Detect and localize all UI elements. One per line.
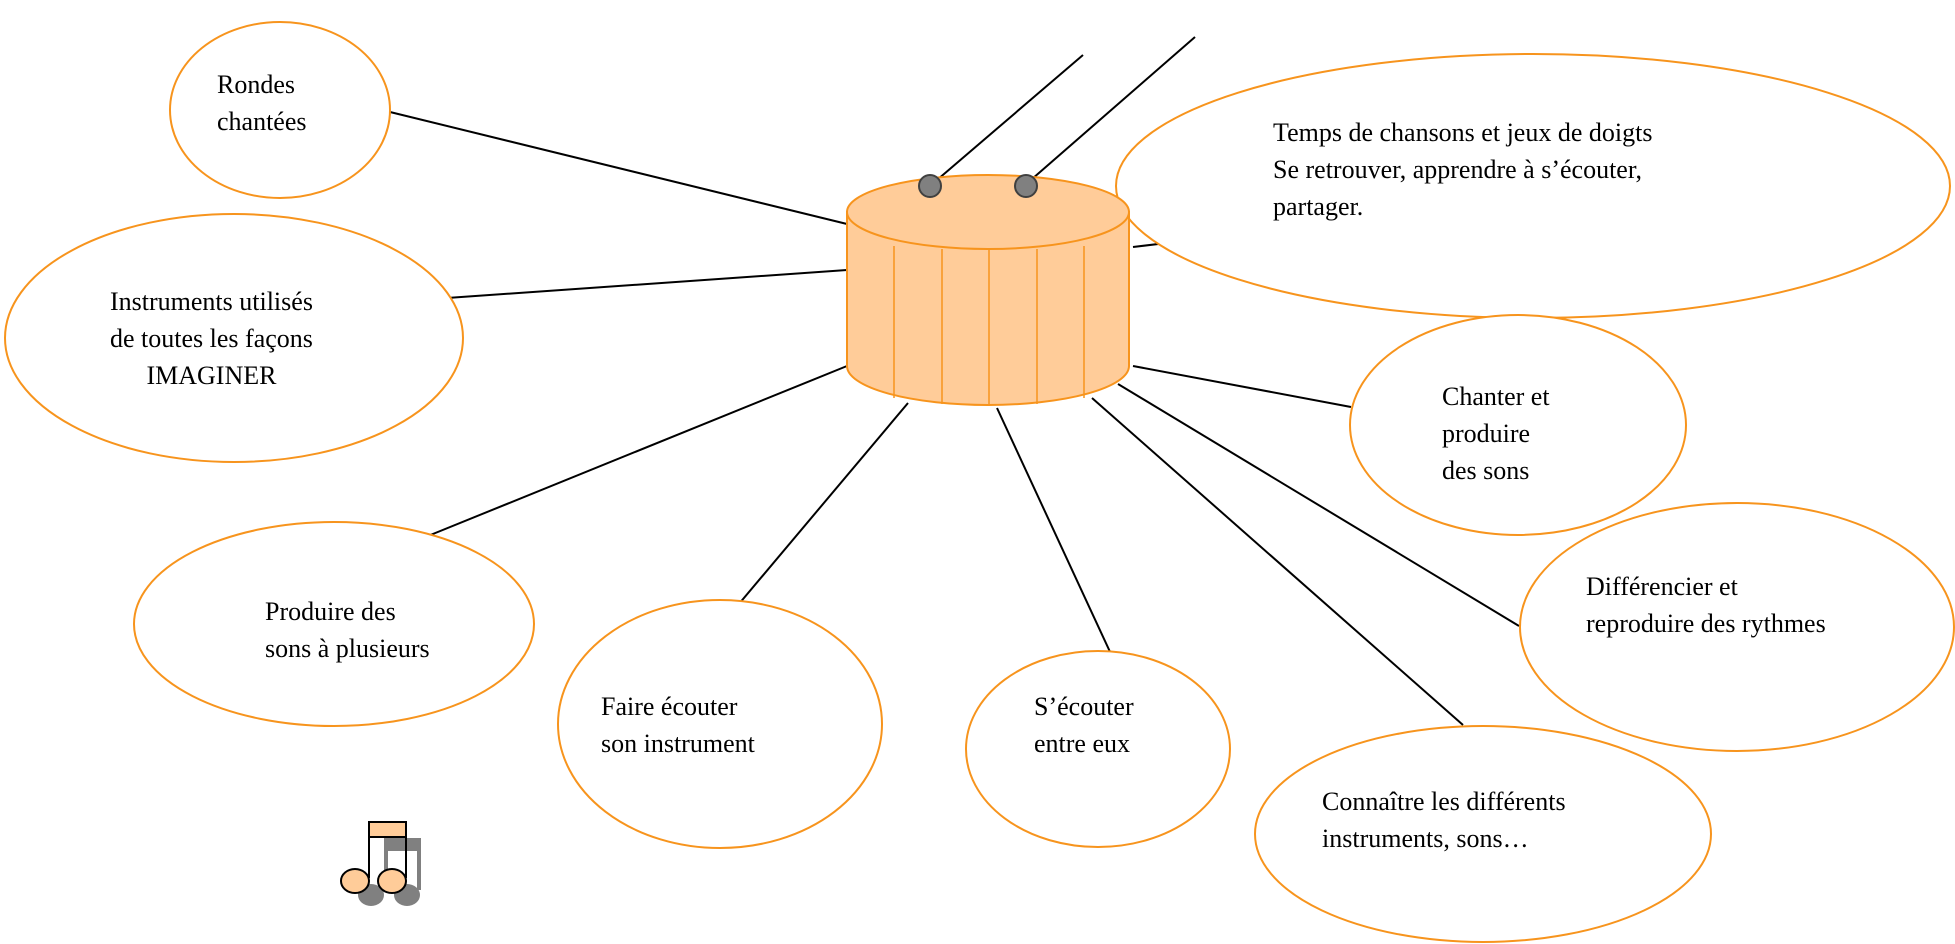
bubble-faire-ecouter bbox=[557, 599, 883, 849]
drumstick-right bbox=[1023, 36, 1196, 187]
bubble-s-ecouter bbox=[965, 650, 1231, 848]
bubble-rondes bbox=[169, 21, 391, 199]
bubble-differencier bbox=[1519, 502, 1955, 752]
bubble-connaitre bbox=[1254, 725, 1712, 943]
music-notes-front bbox=[340, 821, 407, 894]
label-rondes: Rondes chantées bbox=[217, 70, 307, 136]
bubble-produire bbox=[133, 521, 535, 727]
connector-connaitre bbox=[1091, 397, 1464, 726]
drum-knob-right bbox=[1014, 174, 1038, 198]
label-chanter: Chanter et produire des sons bbox=[1442, 382, 1550, 485]
connector-instruments bbox=[446, 269, 848, 299]
label-faire-ecouter: Faire écouter son instrument bbox=[601, 692, 755, 758]
connector-rondes bbox=[389, 111, 848, 225]
label-temps: Temps de chansons et jeux de doigts Se r… bbox=[1273, 118, 1653, 221]
label-produire: Produire des sons à plusieurs bbox=[265, 597, 430, 663]
drum-stripes bbox=[893, 246, 1085, 406]
connector-produire bbox=[422, 365, 848, 539]
connector-faire-ecouter bbox=[732, 402, 909, 612]
drumstick-left bbox=[929, 54, 1084, 187]
connector-differencier bbox=[1117, 383, 1520, 627]
drum-top bbox=[846, 174, 1130, 250]
label-connaitre: Connaître les différents instruments, so… bbox=[1322, 787, 1566, 853]
label-differencier: Différencier et reproduire des rythmes bbox=[1586, 572, 1826, 638]
connector-chanter bbox=[1132, 365, 1352, 408]
connector-s-ecouter bbox=[996, 407, 1112, 655]
drum-body bbox=[846, 211, 1130, 406]
bubble-instruments bbox=[4, 213, 464, 463]
music-notes-icon bbox=[340, 821, 421, 906]
drum-knob-left bbox=[918, 174, 942, 198]
label-s-ecouter: S’écouter entre eux bbox=[1034, 692, 1134, 758]
drum-icon bbox=[846, 174, 1130, 406]
label-instruments: Instruments utilisés de toutes les façon… bbox=[110, 287, 313, 390]
bubble-chanter bbox=[1349, 314, 1687, 536]
